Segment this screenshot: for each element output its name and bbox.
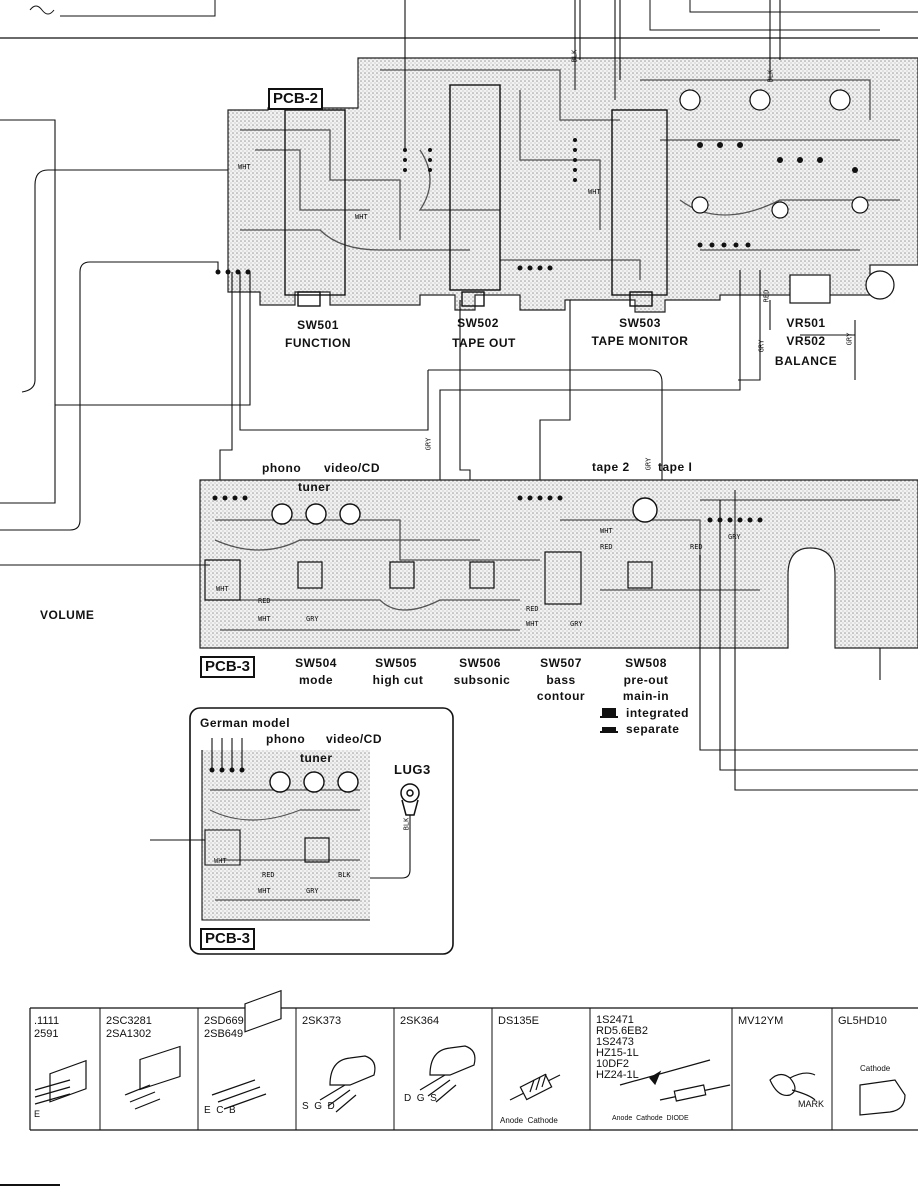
wire-wht-1: WHT xyxy=(238,163,251,171)
wire-blk-1: BLK xyxy=(570,49,579,63)
legend-separate: separate xyxy=(626,722,680,736)
part-4-pins: D G S xyxy=(404,1093,437,1104)
legend-integrated: integrated xyxy=(626,706,690,720)
wire-red-2: RED xyxy=(258,597,271,605)
wire-red-3: RED xyxy=(600,543,613,551)
wire-wht-5: WHT xyxy=(216,585,229,593)
part-6-pins: Anode Cathode DIODE xyxy=(612,1115,689,1122)
wire-gry-1: GRY xyxy=(757,339,766,353)
part-7-line-0: MV12YM xyxy=(738,1015,784,1027)
part-3-line-0: 2SK373 xyxy=(302,1015,342,1027)
pcb3-tag: PCB-3 xyxy=(200,656,256,678)
wire-gry-2: GRY xyxy=(845,332,854,346)
german-phono: phono xyxy=(266,732,306,746)
sw504-id: SW504 xyxy=(295,656,337,670)
part-2-line-1: 2SB649 xyxy=(204,1028,244,1040)
sw505-name: high cut xyxy=(372,673,424,687)
sw507-id: SW507 xyxy=(540,656,582,670)
sw506-name: subsonic xyxy=(453,673,511,687)
wire-blk-3: BLK xyxy=(402,817,411,831)
part-1-line-0: 2SC3281 xyxy=(106,1015,152,1027)
part-0-line-1: 2591 xyxy=(34,1028,59,1040)
german-title: German model xyxy=(200,716,291,730)
wire-wht-7: WHT xyxy=(526,620,539,628)
part-2-line-0: 2SD669 xyxy=(204,1015,244,1027)
wire-blk-4: BLK xyxy=(338,871,351,879)
part-0-line-0: .1111 xyxy=(34,1015,60,1027)
part-5-pins: Anode Cathode xyxy=(500,1116,558,1125)
part-6-line-2: 1S2473 xyxy=(596,1036,634,1048)
pcb2-tag: PCB-2 xyxy=(268,88,324,110)
wire-wht-2: WHT xyxy=(355,213,368,221)
part-4-line-0: 2SK364 xyxy=(400,1015,440,1027)
part-5-line-0: DS135E xyxy=(498,1015,539,1027)
volume-label: VOLUME xyxy=(40,608,95,622)
sw501-id: SW501 xyxy=(297,318,339,332)
part-0-pins: E xyxy=(34,1109,41,1119)
wire-red-5: RED xyxy=(526,605,539,613)
sw503-name: TAPE MONITOR xyxy=(591,334,689,348)
wire-red-4: RED xyxy=(690,543,703,551)
german-video-cd: video/CD xyxy=(326,732,383,746)
wire-wht-6: WHT xyxy=(600,527,613,535)
lug3-label: LUG3 xyxy=(394,762,431,777)
sw505-id: SW505 xyxy=(375,656,417,670)
pcb3-phono: phono xyxy=(262,461,302,475)
sw501-name: FUNCTION xyxy=(285,336,351,350)
sw508-id: SW508 xyxy=(625,656,667,670)
wire-gry-6: GRY xyxy=(728,533,741,541)
part-2-pins: E C B xyxy=(204,1105,236,1116)
pcb3-tuner: tuner xyxy=(298,480,331,494)
wire-wht-8: WHT xyxy=(258,887,271,895)
wire-gry-7: GRY xyxy=(570,620,583,628)
wire-wht-4: WHT xyxy=(258,615,271,623)
wire-gry-3: GRY xyxy=(424,437,433,451)
vr502-id: VR502 xyxy=(786,334,826,348)
german-tuner: tuner xyxy=(300,751,333,765)
wire-gry-4: GRY xyxy=(644,457,653,471)
sw507-name: bass xyxy=(546,673,576,687)
part-6-line-5: HZ24-1L xyxy=(596,1069,639,1081)
wire-red-6: RED xyxy=(262,871,275,879)
sw507-name2: contour xyxy=(536,689,586,703)
sw508-name: pre-out xyxy=(623,673,669,687)
part-6-line-4: 10DF2 xyxy=(596,1058,630,1070)
wire-gry-8: GRY xyxy=(306,887,319,895)
balance-label: BALANCE xyxy=(774,354,838,368)
part-6-line-0: 1S2471 xyxy=(596,1014,634,1026)
pcb3-tape1: tape I xyxy=(658,460,693,474)
wire-gry-5: GRY xyxy=(306,615,319,623)
part-8-pins: Cathode xyxy=(860,1064,891,1073)
sw504-name: mode xyxy=(298,673,334,687)
wire-red-1: RED xyxy=(762,289,771,303)
part-7-pins: MARK xyxy=(798,1099,825,1109)
wire-wht-3: WHT xyxy=(588,188,601,196)
pcb2-board xyxy=(227,57,918,313)
sw502-id: SW502 xyxy=(457,316,499,330)
part-3-pins: S G D xyxy=(302,1101,335,1112)
sw503-id: SW503 xyxy=(619,316,661,330)
vr501-id: VR501 xyxy=(786,316,826,330)
part-6-line-3: HZ15-1L xyxy=(596,1047,639,1059)
part-1-line-1: 2SA1302 xyxy=(106,1028,152,1040)
sw502-name: TAPE OUT xyxy=(452,336,516,350)
pcb3-video-cd: video/CD xyxy=(324,461,381,475)
sw508-name2: main-in xyxy=(622,689,670,703)
german-pcb3-tag: PCB-3 xyxy=(200,928,256,950)
pcb3-tape2: tape 2 xyxy=(592,460,630,474)
part-6-line-1: RD5.6EB2 xyxy=(596,1025,648,1037)
sw506-id: SW506 xyxy=(459,656,501,670)
part-8-line-0: GL5HD10 xyxy=(838,1015,887,1027)
wire-blk-2: BLK xyxy=(766,69,775,83)
wire-wht-9: WHT xyxy=(214,857,227,865)
